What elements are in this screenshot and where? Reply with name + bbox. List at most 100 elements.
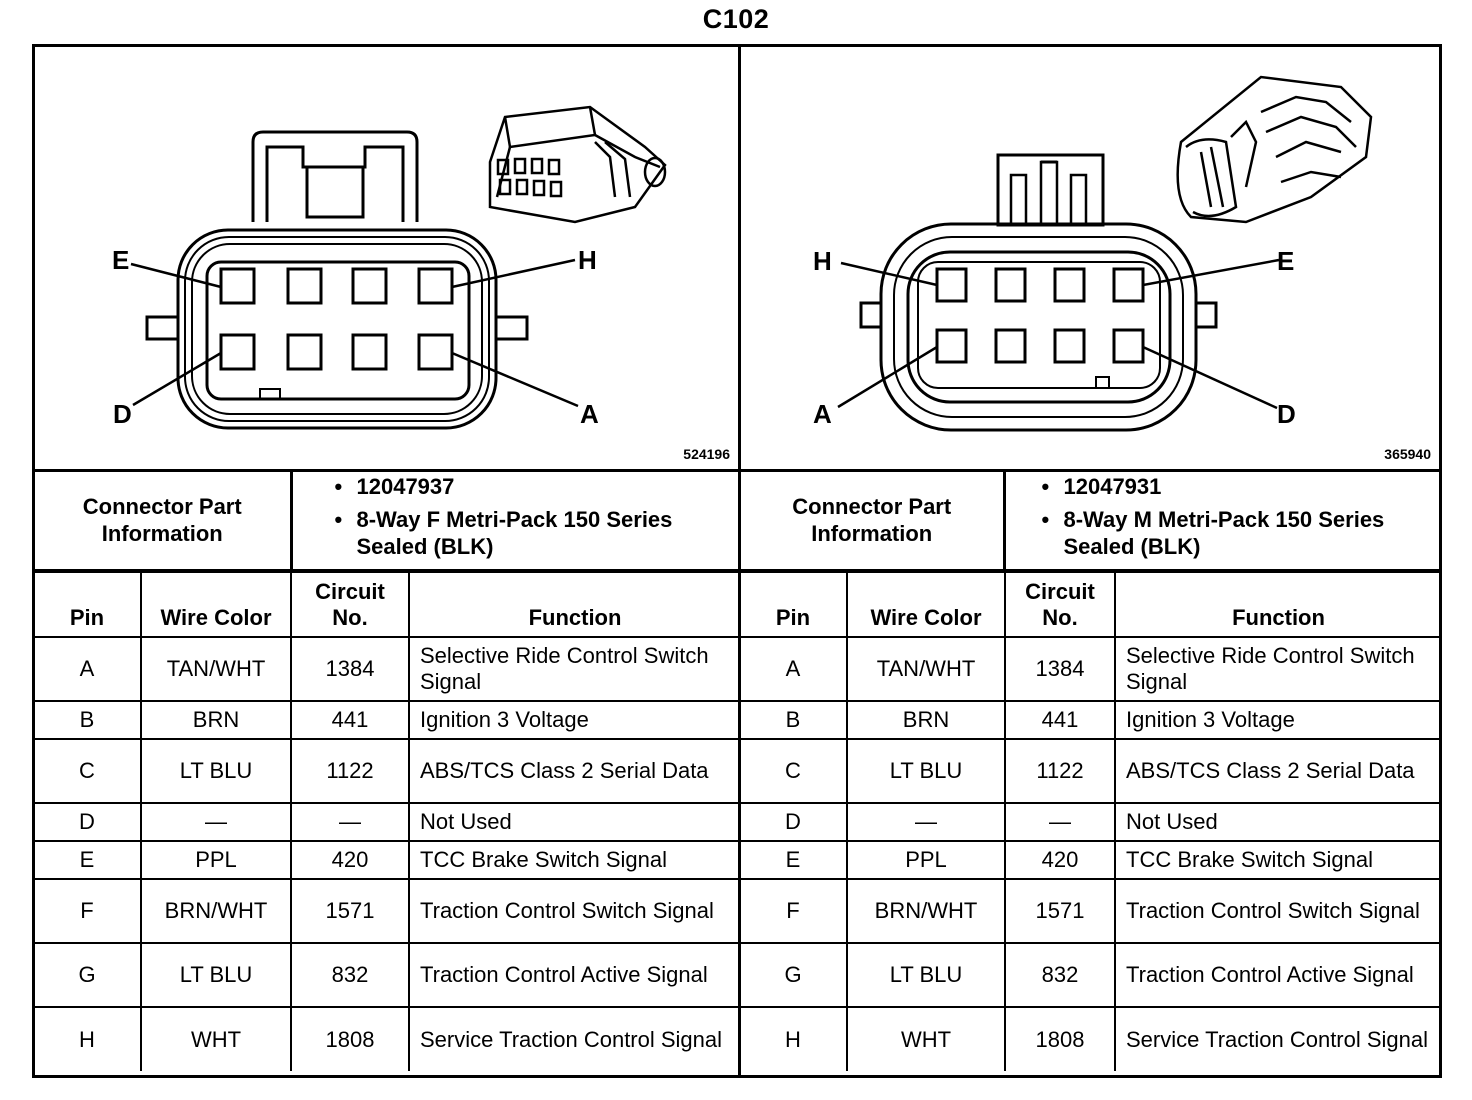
pin-cell: D — [34, 802, 142, 842]
pin-cell: B — [34, 700, 142, 740]
function-cell: ABS/TCS Class 2 Serial Data — [1114, 738, 1441, 804]
left-pin-cavities — [219, 267, 454, 371]
pin-cell: D — [740, 802, 848, 842]
left-header-circuit: Circuit No. — [290, 571, 410, 638]
left-pin-label-h: H — [578, 245, 597, 275]
circuit-number-cell: — — [290, 802, 410, 842]
circuit-number-cell: 1571 — [1004, 878, 1116, 944]
circuit-number-cell: 1122 — [290, 738, 410, 804]
left-pin-label-e: E — [112, 245, 129, 275]
right-pin-label-a: A — [813, 399, 832, 429]
left-part-description: 8-Way F Metri-Pack 150 Series Sealed (BL… — [329, 506, 739, 560]
wire-color-cell: WHT — [846, 1006, 1006, 1071]
function-cell: Not Used — [408, 802, 740, 842]
circuit-number-cell: 1571 — [290, 878, 410, 944]
pin-cell: C — [740, 738, 848, 804]
left-header-pin: Pin — [34, 571, 142, 638]
left-figure-id: 524196 — [683, 446, 730, 462]
right-header-wire: Wire Color — [846, 571, 1006, 638]
circuit-number-cell: 832 — [290, 942, 410, 1008]
right-connector-3d-icon — [1176, 75, 1373, 224]
circuit-number-cell: 420 — [1004, 840, 1116, 880]
left-header-wire: Wire Color — [140, 571, 292, 638]
function-cell: Ignition 3 Voltage — [1114, 700, 1441, 740]
pin-cell: A — [740, 636, 848, 702]
right-header-circuit: Circuit No. — [1004, 571, 1116, 638]
circuit-number-cell: 441 — [1004, 700, 1116, 740]
function-cell: Not Used — [1114, 802, 1441, 842]
wire-color-cell: WHT — [140, 1006, 292, 1071]
circuit-number-cell: 1808 — [1004, 1006, 1116, 1071]
wire-color-cell: LT BLU — [846, 942, 1006, 1008]
wire-color-cell: LT BLU — [140, 942, 292, 1008]
function-cell: Service Traction Control Signal — [408, 1006, 740, 1071]
pin-cell: E — [34, 840, 142, 880]
wire-color-cell: PPL — [846, 840, 1006, 880]
function-cell: Ignition 3 Voltage — [408, 700, 740, 740]
pin-cell: G — [34, 942, 142, 1008]
function-cell: Traction Control Switch Signal — [1114, 878, 1441, 944]
left-connector-info-label: Connector Part Information — [35, 470, 293, 569]
circuit-number-cell: — — [1004, 802, 1116, 842]
page-title: C102 — [702, 4, 770, 34]
right-pin-label-d: D — [1277, 399, 1296, 429]
pin-cell: H — [740, 1006, 848, 1071]
circuit-number-cell: 1122 — [1004, 738, 1116, 804]
wire-color-cell: — — [846, 802, 1006, 842]
info-bottom-rule — [32, 569, 1442, 572]
left-part-info: Connector Part Information 12047937 8-Wa… — [35, 470, 738, 569]
right-pin-label-e: E — [1277, 246, 1294, 276]
circuit-number-cell: 420 — [290, 840, 410, 880]
circuit-number-cell: 1384 — [1004, 636, 1116, 702]
wire-color-cell: TAN/WHT — [846, 636, 1006, 702]
right-connector-info-label: Connector Part Information — [741, 470, 1006, 569]
circuit-number-cell: 1808 — [290, 1006, 410, 1071]
circuit-number-cell: 441 — [290, 700, 410, 740]
wire-color-cell: BRN/WHT — [846, 878, 1006, 944]
wire-color-cell: PPL — [140, 840, 292, 880]
wire-color-cell: TAN/WHT — [140, 636, 292, 702]
pin-cell: F — [740, 878, 848, 944]
function-cell: Traction Control Switch Signal — [408, 878, 740, 944]
left-part-number: 12047937 — [329, 473, 739, 500]
diagram-frame — [32, 44, 1442, 1078]
pin-cell: H — [34, 1006, 142, 1071]
function-cell: ABS/TCS Class 2 Serial Data — [408, 738, 740, 804]
right-pin-cavities — [935, 267, 1145, 364]
function-cell: Selective Ride Control Switch Signal — [408, 636, 740, 702]
right-part-info: Connector Part Information 12047931 8-Wa… — [741, 470, 1439, 569]
pin-cell: C — [34, 738, 142, 804]
wire-color-cell: BRN — [140, 700, 292, 740]
center-divider — [738, 47, 741, 1078]
circuit-number-cell: 1384 — [290, 636, 410, 702]
figure-bottom-rule — [32, 469, 1442, 472]
function-cell: Traction Control Active Signal — [1114, 942, 1441, 1008]
table-row: D——Not Used — [740, 802, 1441, 842]
right-header-function: Function — [1114, 571, 1441, 638]
wire-color-cell: LT BLU — [846, 738, 1006, 804]
right-connector-figure: H E A D 365940 — [741, 47, 1439, 471]
left-latch — [251, 130, 419, 222]
pin-cell: E — [740, 840, 848, 880]
right-figure-id: 365940 — [1384, 446, 1431, 462]
right-pin-label-h: H — [813, 246, 832, 276]
right-part-number: 12047931 — [1036, 473, 1440, 500]
pin-cell: G — [740, 942, 848, 1008]
left-connector-figure: E H D A 524196 — [35, 47, 738, 471]
function-cell: Selective Ride Control Switch Signal — [1114, 636, 1441, 702]
right-header-pin: Pin — [740, 571, 848, 638]
left-header-function: Function — [408, 571, 740, 638]
